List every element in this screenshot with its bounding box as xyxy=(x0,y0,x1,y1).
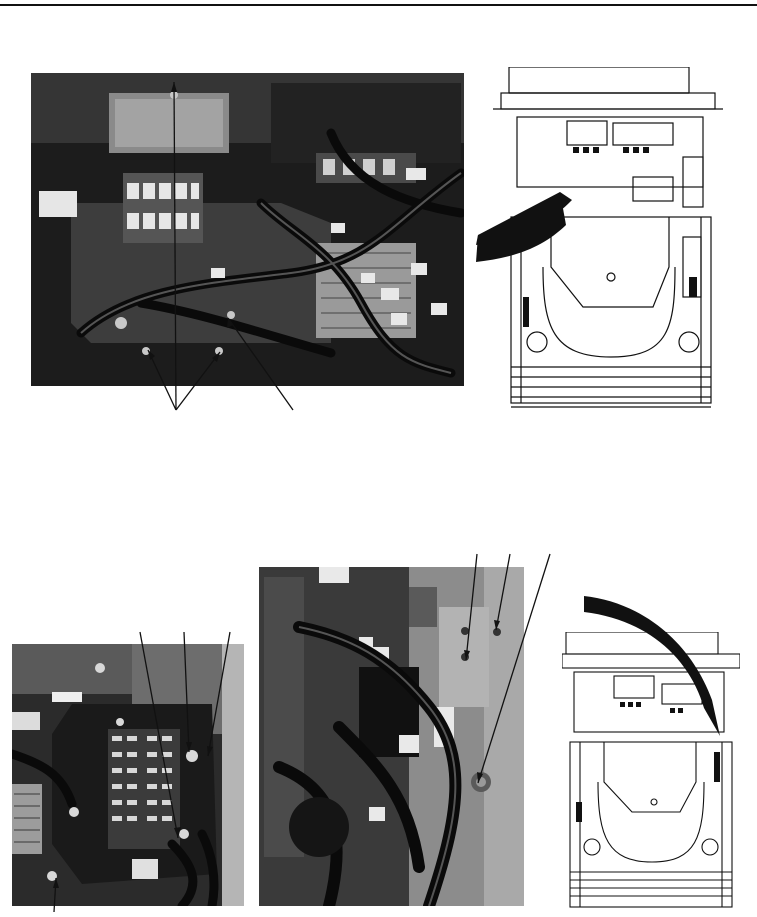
photo-harness-bracket xyxy=(259,567,524,906)
diagram-top-view-side xyxy=(562,632,740,912)
diagram-top-view-rear xyxy=(493,67,723,415)
photo-relay-panel xyxy=(31,73,464,386)
header-rule xyxy=(0,4,757,6)
photo-fuse-box xyxy=(12,644,244,906)
